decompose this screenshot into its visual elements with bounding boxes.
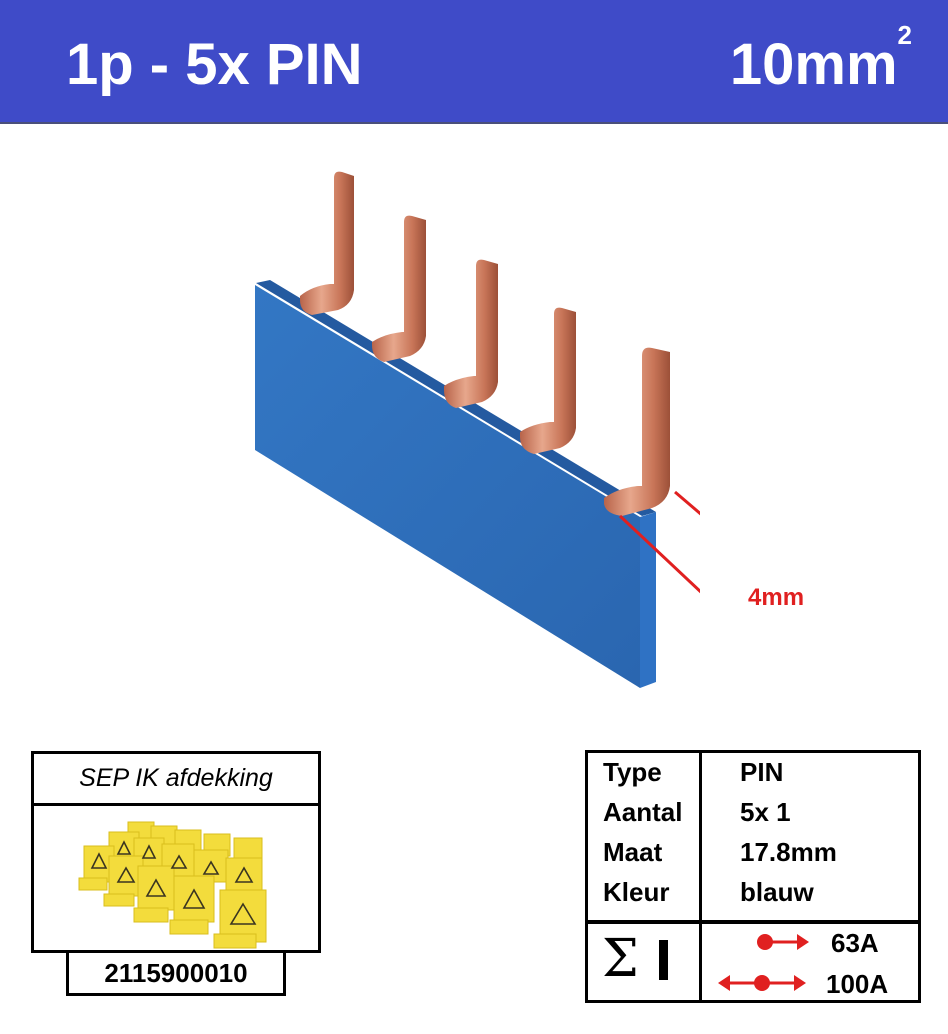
spec-value: PIN [740, 757, 784, 787]
accessory-box: SEP IK afdekking [31, 751, 321, 953]
spec-row-aantal: Aantal 5x 1 [588, 797, 918, 837]
spec-label: Aantal [603, 797, 683, 827]
spec-label: Type [603, 757, 662, 787]
spec-value: blauw [740, 877, 814, 907]
current-i-icon [658, 940, 668, 980]
terminal-cover-image [78, 821, 267, 949]
spec-row-kleur: Kleur blauw [588, 877, 918, 917]
spec-row-type: Type PIN [588, 757, 918, 797]
spec-value: 17.8mm [740, 837, 837, 867]
size-superscript: 2 [897, 20, 912, 50]
spec-label: Kleur [603, 877, 670, 907]
product-title: 1p - 5x PIN [66, 32, 363, 97]
accessory-title: SEP IK afdekking [34, 754, 318, 806]
copper-pins [300, 171, 670, 516]
sigma-icon: Σ [602, 929, 639, 989]
header-banner: 1p - 5x PIN 10mm2 [0, 0, 948, 124]
dimension-label: 4mm [748, 584, 805, 611]
current-sum-symbol: Σ [602, 929, 668, 989]
spec-value: 5x 1 [740, 797, 791, 827]
column-divider [699, 753, 702, 1000]
center-feed-arrow-icon [718, 975, 806, 991]
row-divider [588, 920, 918, 924]
current-end-feed: 63A [831, 928, 879, 958]
spec-table: Type PIN Aantal 5x 1 Maat 17.8mm Kleur b… [585, 750, 921, 1003]
cross-section-size: 10mm2 [729, 22, 912, 100]
busbar-product-image [255, 171, 700, 688]
spec-row-maat: Maat 17.8mm [588, 837, 918, 877]
end-feed-arrow-icon [757, 934, 809, 950]
article-number: 2115900010 [66, 950, 286, 996]
spec-label: Maat [603, 837, 663, 867]
size-value: 10mm [729, 32, 898, 97]
current-center-feed: 100A [826, 969, 889, 999]
